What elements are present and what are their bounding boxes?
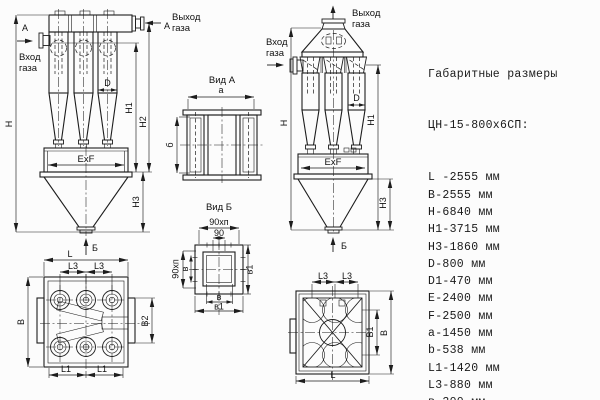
dim-label-h: H: [279, 120, 289, 127]
gas-inlet-label-line1: Вход: [266, 37, 288, 48]
gas-outlet-label-line1: Выход: [352, 8, 381, 19]
spec-line: D-800 мм: [428, 257, 486, 271]
bunker-dim-label: ExF: [325, 157, 342, 168]
dim-label-b: B: [379, 330, 389, 336]
dim-label-v-bottom: в: [217, 292, 222, 302]
gas-outlet-label-line2: газа: [172, 23, 191, 34]
spec-line: L1-1420 мм: [428, 361, 501, 375]
dim-label-90: 90: [214, 228, 224, 238]
dim-label-d: D: [353, 93, 360, 103]
dim-label-h1: H1: [366, 114, 376, 126]
view-b-title: Вид Б: [206, 202, 232, 213]
dim-label-l1-left: L1: [61, 364, 71, 374]
view-b-detail: Вид Б 90хп 90 90хп в в1 в в1: [171, 202, 255, 315]
plan-view-right: L3 L3 B1 B L: [288, 271, 394, 384]
view-a-detail: Вид А а б: [165, 75, 264, 183]
dim-label-l: L: [67, 249, 72, 259]
spec-line: F-2500 мм: [428, 309, 493, 323]
dim-label-b-small: б: [165, 142, 175, 147]
spec-items: L -2555 мм B-2555 мм H-6840 мм H1-3715 мм H3…: [428, 169, 598, 400]
view-b-arrow-label: Б: [341, 241, 347, 251]
spec-title: Габаритные размеры: [428, 67, 558, 81]
cyclone-circles-grid: [50, 290, 122, 357]
gas-outlet-label-line2: газа: [352, 19, 371, 30]
inlet-ducts-hatched: [56, 300, 129, 344]
side-elevation-view: Выход газа Вход газа D ExF Б: [266, 5, 394, 252]
view-a-title: Вид А: [209, 75, 236, 86]
dim-label-b2: B2: [140, 315, 150, 326]
spec-line: E-2400 мм: [428, 292, 493, 306]
dim-label-a-small: а: [218, 85, 223, 95]
dim-label-pitch-top: 90хп: [209, 217, 229, 227]
spec-line: в-300 мм: [428, 394, 598, 400]
dim-label-l: L: [330, 370, 335, 380]
spec-line: D1-470 мм: [428, 275, 493, 289]
plan-view-left: L L3 L3 B B2 L1 L1: [16, 249, 155, 378]
spec-line: a-1450 мм: [428, 327, 493, 341]
dim-label-h3: H3: [378, 197, 388, 209]
gas-inlet-label-line1: Вход: [19, 52, 41, 63]
dim-label-l3-left: L3: [68, 261, 78, 271]
dim-label-h: H: [4, 121, 14, 128]
gas-inlet-label-line2: газа: [266, 48, 285, 59]
cyclone-circles-grid: [303, 298, 362, 367]
gas-outlet-label-line1: Выход: [172, 12, 201, 23]
dim-label-h1: H1: [124, 102, 134, 114]
dim-label-v-left: в: [180, 266, 190, 271]
dim-label-b1: B1: [365, 326, 375, 337]
spec-line: H3-1860 мм: [428, 240, 501, 254]
view-a-arrow-label-right: А: [164, 21, 170, 31]
view-a-arrow-label-left: А: [22, 23, 28, 33]
dim-label-l3-right: L3: [342, 271, 352, 281]
dim-label-l3-right: L3: [94, 261, 104, 271]
spec-line: L -2555 мм: [428, 171, 501, 185]
spec-line: L3-880 мм: [428, 378, 493, 392]
dim-label-l3-left: L3: [318, 271, 328, 281]
dim-label-b: B: [16, 319, 26, 325]
dim-label-v1-bottom: в1: [214, 302, 224, 312]
bunker-dim-label: ExF: [78, 154, 95, 165]
spec-line: H-6840 мм: [428, 205, 493, 219]
dim-label-v1-right: в1: [245, 265, 255, 275]
spec-line: b-538 мм: [428, 344, 486, 358]
dimension-spec-list: Габаритные размеры ЦН-15-800х6СП: L -255…: [428, 31, 598, 400]
dim-label-d: D: [104, 78, 111, 88]
front-elevation-view: А Выход газа А Вход газа H H1 H2 H3 D Ex…: [4, 9, 201, 255]
dim-label-h2: H2: [138, 116, 148, 128]
spec-line: H1-3715 мм: [428, 223, 501, 237]
gas-inlet-label-line2: газа: [19, 63, 38, 74]
dim-label-h3: H3: [131, 196, 141, 208]
spec-model: ЦН-15-800х6СП:: [428, 119, 529, 133]
dim-label-l1-right: L1: [97, 364, 107, 374]
dim-label-pitch-left: 90хп: [171, 259, 181, 279]
view-b-arrow-label: Б: [92, 243, 98, 253]
spec-line: B-2555 мм: [428, 188, 493, 202]
